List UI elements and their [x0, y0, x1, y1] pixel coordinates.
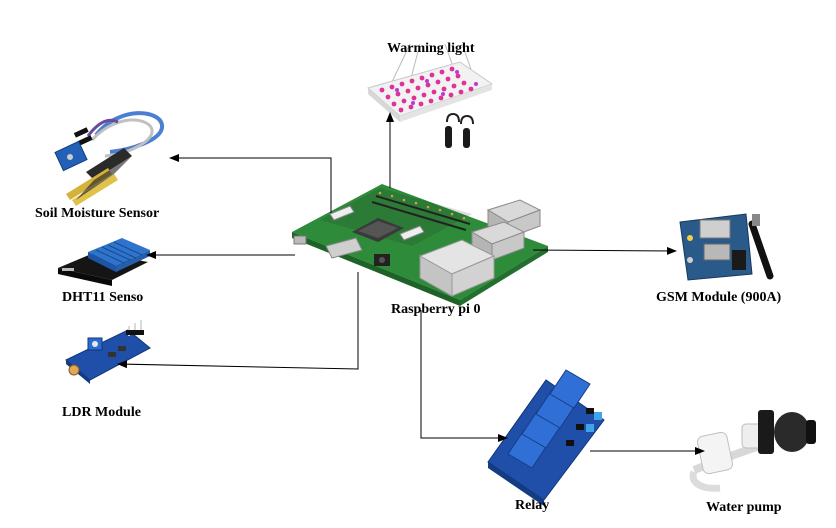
water-pump-image [689, 410, 816, 492]
soil-moisture-sensor-image [54, 111, 164, 206]
dht11-label: DHT11 Senso [62, 290, 144, 305]
arrow-to-soil-sensor [169, 154, 332, 213]
ldr-module-image [65, 320, 151, 384]
relay-module-image [487, 369, 605, 506]
connection-arrows [117, 112, 705, 455]
warming-light-image [366, 43, 494, 148]
gsm-module-label: GSM Module (900A) [656, 290, 782, 305]
soil-moisture-sensor-label: Soil Moisture Sensor [35, 206, 160, 221]
water-pump-label: Water pump [706, 500, 782, 515]
ldr-module-label: LDR Module [62, 405, 141, 420]
arrow-to-gsm [532, 246, 677, 255]
relay-label: Relay [515, 498, 550, 513]
arrow-to-ldr [117, 272, 359, 370]
arrow-to-relay [420, 310, 508, 442]
gsm-module-image [679, 213, 774, 281]
raspberry-pi-label: Raspberry pi 0 [391, 302, 481, 317]
raspberry-pi-image [292, 184, 548, 306]
warming-light-label: Warming light [387, 41, 475, 56]
dht11-sensor-image [58, 238, 150, 286]
